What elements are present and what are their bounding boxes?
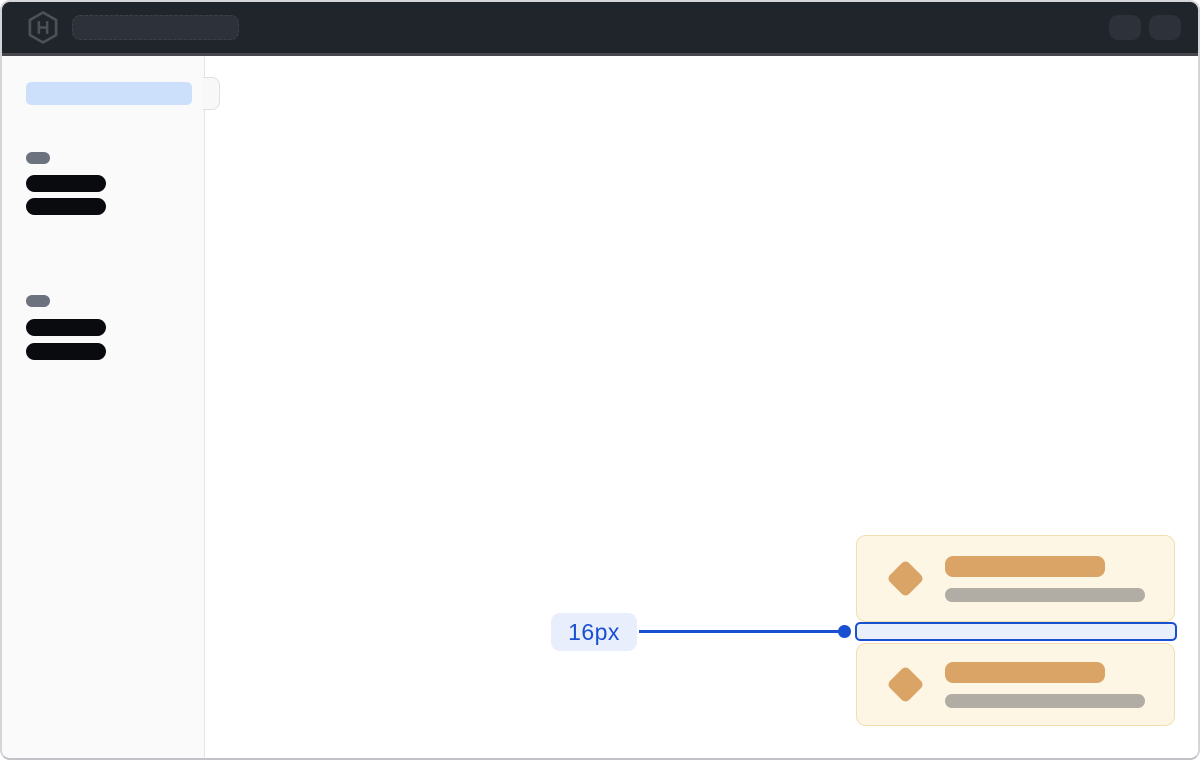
diamond-icon: [885, 665, 925, 705]
diamond-icon: [885, 559, 925, 599]
user-menu-placeholder[interactable]: [1149, 15, 1181, 40]
sidebar-collapse-handle[interactable]: [203, 77, 220, 110]
card-placeholder-top: [856, 535, 1175, 622]
spacing-highlight-box: [855, 622, 1177, 641]
top-nav-bar: [2, 2, 1198, 56]
card-subtitle-placeholder: [945, 693, 1145, 708]
search-input-placeholder[interactable]: [72, 15, 239, 40]
spacing-label: 16px: [551, 613, 637, 651]
sidebar-nav-item-placeholder[interactable]: [26, 319, 106, 336]
sidebar-nav-item-placeholder[interactable]: [26, 175, 106, 192]
sidebar-nav-item-placeholder[interactable]: [26, 198, 106, 215]
sidebar-active-item-placeholder[interactable]: [26, 82, 192, 105]
card-placeholder-bottom: [856, 643, 1175, 726]
annotation-line: [639, 630, 840, 633]
card-text-placeholders: [945, 661, 1145, 708]
annotation-dot: [838, 625, 851, 638]
card-subtitle-placeholder: [945, 587, 1145, 602]
topbar-actions: [1109, 15, 1181, 40]
sidebar: [2, 56, 220, 758]
sidebar-section-label-placeholder: [26, 295, 50, 307]
sidebar-section-label-placeholder: [26, 152, 50, 164]
sidebar-nav-item-placeholder[interactable]: [26, 343, 106, 360]
card-title-placeholder: [945, 555, 1105, 577]
hashicorp-logo-icon: [27, 11, 59, 45]
card-title-placeholder: [945, 661, 1105, 683]
help-button-placeholder[interactable]: [1109, 15, 1141, 40]
main-content: [206, 56, 1198, 758]
card-text-placeholders: [945, 555, 1145, 602]
